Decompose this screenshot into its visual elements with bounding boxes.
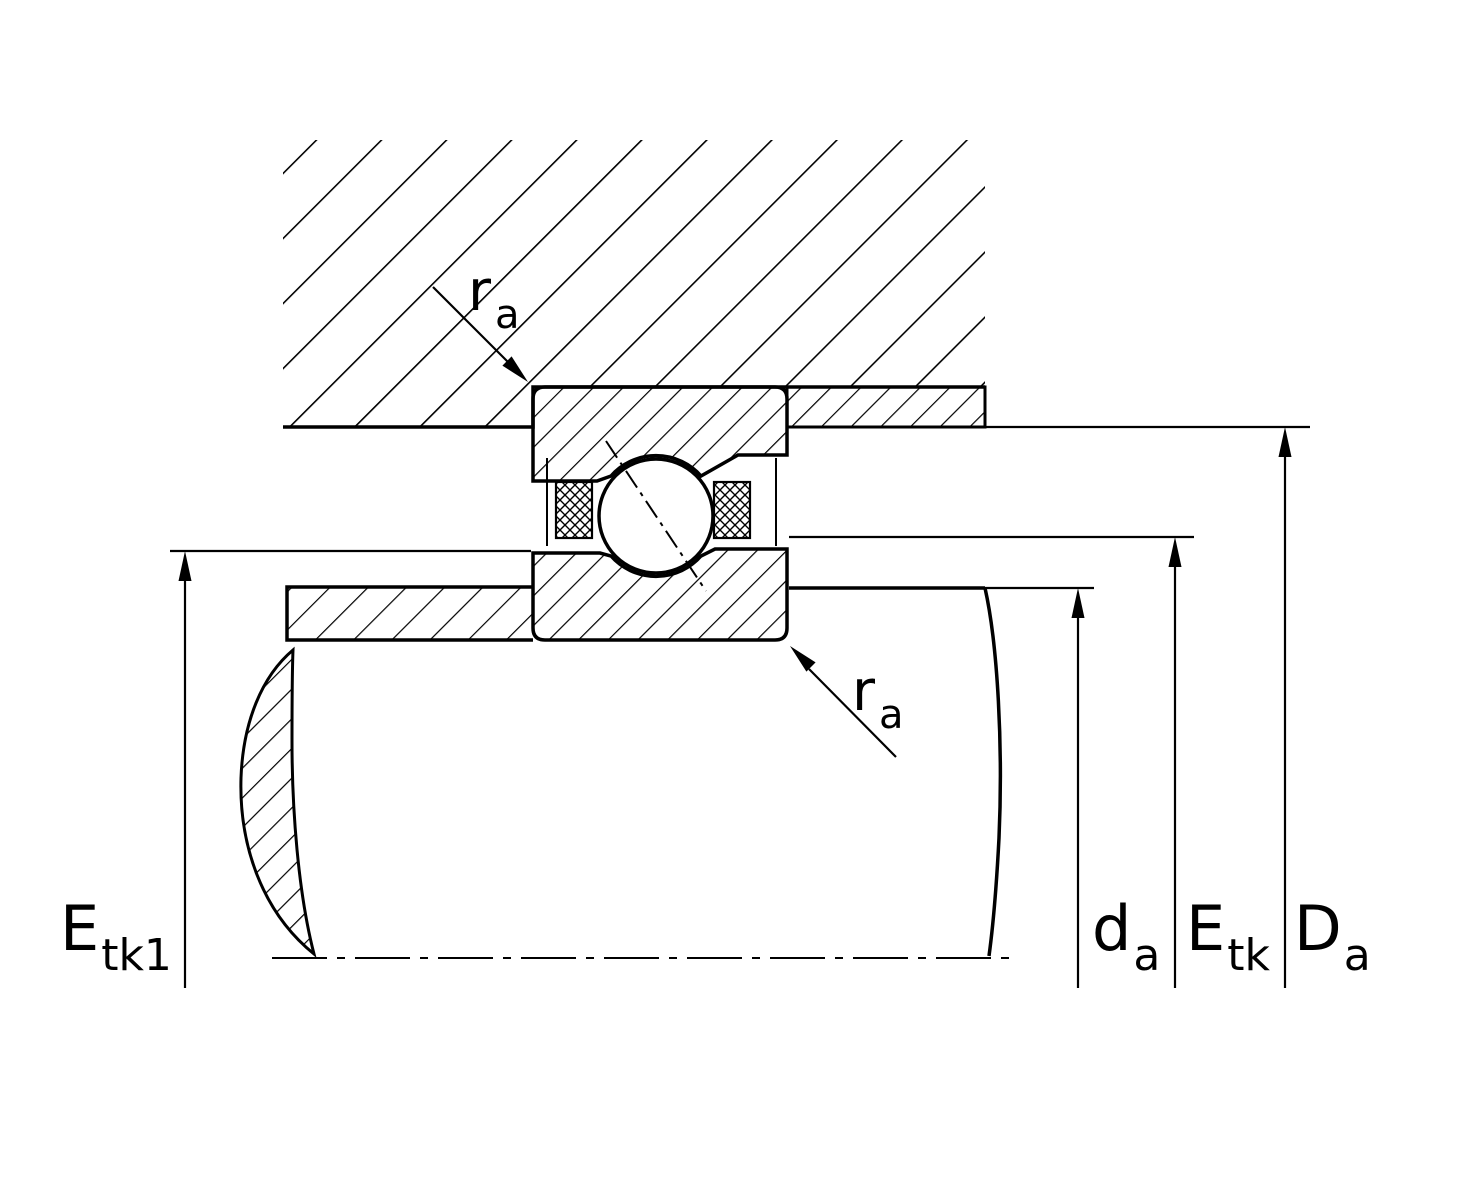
dimension-etk1: Etk1: [60, 549, 531, 988]
radius-arrowhead-bottom: [790, 646, 816, 672]
label-Da: Da: [1294, 892, 1371, 981]
etk-arrowhead: [1168, 537, 1182, 567]
da-arrowhead: [1071, 588, 1085, 618]
spacer-outline: [285, 585, 533, 642]
bearing-outer-ring: [531, 385, 789, 483]
label-da: da: [1092, 892, 1160, 981]
dimension-etk: Etk: [789, 535, 1270, 988]
shaft-shoulder-left: [239, 646, 317, 959]
dimension-Da: Da: [985, 425, 1371, 988]
dimension-da: da: [985, 586, 1160, 988]
housing-cover-strip: [785, 385, 987, 429]
label-etk1: Etk1: [60, 892, 172, 981]
etk1-arrowhead: [178, 551, 192, 581]
bearing-cage-right: [712, 480, 752, 540]
radius-arrowhead-top: [502, 356, 528, 382]
shaft-shoulder-right: [789, 586, 1003, 957]
Da-arrowhead: [1278, 427, 1292, 457]
spacer-hatched-area: [287, 587, 533, 640]
shoulder-left-profile: [239, 646, 317, 959]
housing-hatched-area: [283, 140, 985, 427]
bearing-inner-ring: [531, 547, 789, 642]
bearing-section: [531, 385, 789, 642]
radius-leader-line-top: [432, 286, 510, 364]
radius-leader-line-bottom: [808, 668, 897, 758]
housing-section: [283, 140, 985, 429]
shaft-spacer-sleeve: [285, 585, 533, 642]
label-etk: Etk: [1186, 892, 1270, 981]
contact-angle-centerline: [605, 440, 707, 592]
cover-strip-hatched-area: [787, 387, 985, 427]
bearing-cage-left: [554, 480, 594, 540]
shoulder-right-profile: [983, 587, 1003, 957]
